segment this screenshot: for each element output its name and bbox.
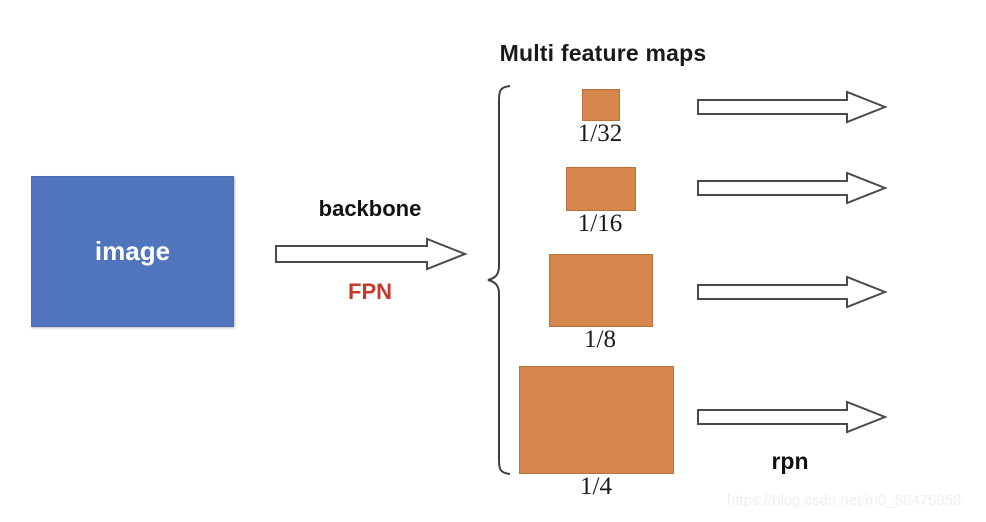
left-curly-brace-icon (487, 85, 511, 475)
input-image-label: image (94, 236, 171, 266)
block-arrow-right-icon-rpn-3 (697, 275, 888, 309)
backbone-label: backbone (318, 196, 422, 221)
feature-map-box-1-8 (549, 254, 653, 327)
page-title: Multi feature maps (499, 40, 707, 66)
block-arrow-right-icon-backbone (275, 237, 468, 271)
block-arrow-right-icon-rpn-1 (697, 90, 888, 124)
feature-map-box-1-16 (566, 167, 636, 211)
fpn-label: FPN (348, 279, 392, 304)
block-arrow-right-icon-rpn-2 (697, 171, 888, 205)
block-arrow-right-icon-rpn-4 (697, 400, 888, 434)
feature-map-box-1-32 (582, 89, 620, 121)
feature-map-box-1-4 (519, 366, 674, 474)
rpn-label: rpn (771, 448, 809, 474)
feature-map-label-1-32: 1/32 (577, 120, 623, 147)
feature-map-label-1-16: 1/16 (577, 210, 623, 237)
feature-map-label-1-4: 1/4 (580, 473, 612, 500)
feature-map-label-1-8: 1/8 (584, 326, 616, 353)
input-image-block: image (31, 176, 234, 327)
watermark-text: https://blog.csdn.net/m0_58475958 (727, 492, 962, 509)
